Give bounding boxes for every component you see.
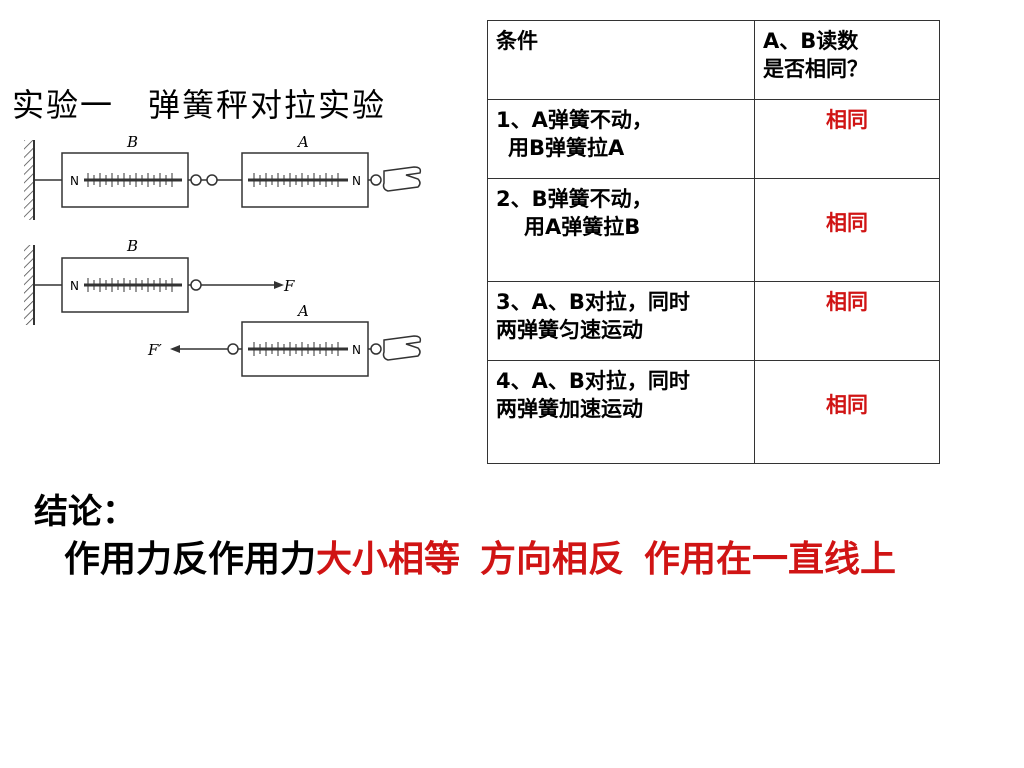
row-answer: 相同 xyxy=(754,99,940,179)
scale-unit-label: N xyxy=(352,343,361,357)
row-answer: 相同 xyxy=(754,360,940,464)
table-row: 2、B弹簧不动， 用A弹簧拉B 相同 xyxy=(487,178,940,282)
conclusion-equal-magnitude: 大小相等 xyxy=(316,539,461,580)
label-b-top: B xyxy=(126,133,138,151)
conclusion-opposite-direction: 方向相反 xyxy=(480,539,625,580)
label-force-f-prime: F′ xyxy=(147,341,162,359)
title-experiment-name: 弹簧秤对拉实验 xyxy=(148,86,387,124)
arrow-right-icon xyxy=(274,281,284,289)
table-row: 1、A弹簧不动， 用B弹簧拉A 相同 xyxy=(487,99,940,179)
page-title: 实验一弹簧秤对拉实验 xyxy=(12,80,386,126)
table-header-row: 条件 A、B读数 是否相同？ xyxy=(487,20,940,100)
hand-icon xyxy=(382,166,422,192)
conclusion-subject: 作用力反作用力 xyxy=(64,539,317,580)
scale-unit-label: N xyxy=(352,174,361,188)
row-answer: 相同 xyxy=(754,281,940,361)
label-a-top: A xyxy=(296,133,309,151)
spring-scale-b-top: N B xyxy=(34,133,242,208)
conclusion-label: 结论： xyxy=(34,492,136,532)
label-force-f: F xyxy=(283,277,295,295)
header-condition: 条件 xyxy=(487,20,755,100)
wall-middle xyxy=(24,245,35,325)
conclusion-same-line: 作用在一直线上 xyxy=(644,539,897,580)
row-condition: 2、B弹簧不动， 用A弹簧拉B xyxy=(487,178,755,282)
row-answer: 相同 xyxy=(754,178,940,282)
arrow-left-icon xyxy=(170,345,180,353)
row-condition: 1、A弹簧不动， 用B弹簧拉A xyxy=(487,99,755,179)
row-condition: 4、A、B对拉，同时 两弹簧加速运动 xyxy=(487,360,755,464)
header-same-reading: A、B读数 是否相同？ xyxy=(754,20,940,100)
results-table: 条件 A、B读数 是否相同？ 1、A弹簧不动， 用B弹簧拉A 相同 2、B弹簧不… xyxy=(487,20,940,464)
table-row: 3、A、B对拉，同时 两弹簧匀速运动 相同 xyxy=(487,281,940,361)
scale-unit-label: N xyxy=(70,174,79,188)
row-condition: 3、A、B对拉，同时 两弹簧匀速运动 xyxy=(487,281,755,361)
spring-scale-b-middle: N B F xyxy=(34,237,295,313)
table-row: 4、A、B对拉，同时 两弹簧加速运动 相同 xyxy=(487,360,940,464)
spring-scale-figure: N B N A N B F F′ xyxy=(24,133,422,377)
wall-top xyxy=(24,140,35,220)
hand-icon xyxy=(382,335,422,361)
scale-unit-label: N xyxy=(70,279,79,293)
spring-scale-a-bottom: F′ N A xyxy=(147,302,422,377)
label-a-bottom: A xyxy=(296,302,309,320)
label-b-middle: B xyxy=(126,237,138,255)
title-experiment-number: 实验一 xyxy=(12,86,115,124)
spring-scale-a-top: N A xyxy=(241,133,422,208)
conclusion-text: 作用力反作用力大小相等方向相反作用在一直线上 xyxy=(64,530,896,582)
